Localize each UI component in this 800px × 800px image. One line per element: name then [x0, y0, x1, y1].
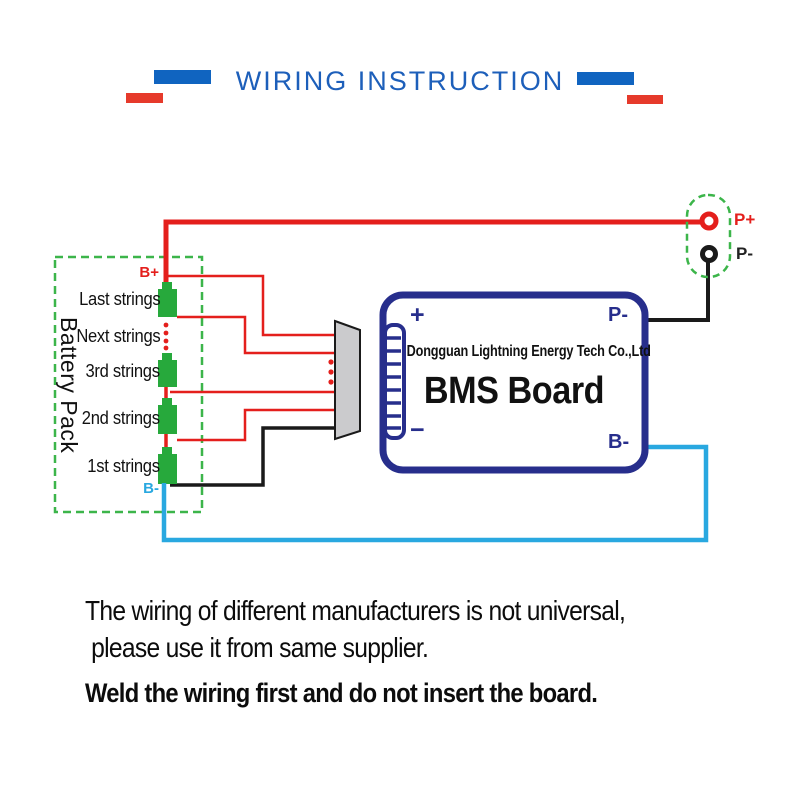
p-minus-terminal: [700, 245, 718, 263]
label-last-strings: Last strings: [78, 289, 161, 309]
board-b-minus-pad-label: B-: [608, 431, 630, 453]
decor-bar-red-right: [627, 95, 663, 104]
label-2nd-strings: 2nd strings: [82, 408, 160, 428]
board-company-label: Dongguan Lightning Energy Tech Co.,Ltd: [406, 343, 651, 360]
b-minus-label: B-: [143, 480, 159, 497]
p-minus-terminal-label: P-: [736, 244, 753, 263]
label-next-strings: Next strings: [75, 326, 160, 346]
battery-cell-2nd: [158, 398, 177, 434]
decor-bar-red-left: [126, 93, 163, 103]
battery-cell-last: [158, 282, 177, 317]
board-p-minus-pad-label: P-: [608, 304, 628, 326]
note-line-2: please use it from same supplier.: [91, 632, 429, 663]
battery-pack-label: Battery Pack: [56, 317, 82, 454]
battery-pack-box: [53, 255, 204, 514]
wire-b-plus-main: [163, 219, 702, 284]
decor-bar-blue-right: [577, 72, 634, 85]
output-terminals-box: [685, 193, 732, 279]
connector-dotted-link: [328, 359, 334, 385]
board-minus-label: −: [410, 416, 425, 444]
wiring-diagram: B+ Last strings Next strings 3rd strings…: [53, 193, 756, 543]
label-3rd-strings: 3rd strings: [85, 361, 161, 381]
wire-sense-2nd: [177, 408, 338, 442]
note-line-1: The wiring of different manufacturers is…: [85, 595, 626, 626]
note-paragraph: The wiring of different manufacturers is…: [85, 592, 701, 666]
diagram-canvas: [53, 193, 732, 543]
wire-b-minus-blue: [161, 444, 709, 543]
wire-sense-next: [177, 315, 338, 355]
page-title: WIRING INSTRUCTION: [235, 66, 565, 96]
label-1st-strings: 1st strings: [87, 456, 161, 476]
balance-connector-plug: [334, 319, 361, 441]
decor-bar-blue-left: [154, 70, 211, 84]
board-plus-label: +: [410, 301, 425, 329]
battery-cell-3rd: [158, 353, 177, 387]
wire-sense-1st-black: [170, 426, 338, 487]
battery-dotted-link: [163, 322, 169, 351]
wire-sense-last: [166, 274, 338, 337]
board-name-label: BMS Board: [423, 370, 605, 412]
p-plus-terminal: [699, 211, 719, 231]
board-socket: [383, 323, 406, 440]
warning-text: Weld the wiring first and do not insert …: [85, 678, 598, 708]
wire-p-minus-black: [645, 259, 710, 322]
battery-cell-1st: [158, 447, 177, 484]
p-plus-terminal-label: P+: [734, 210, 756, 229]
b-plus-label: B+: [139, 264, 159, 281]
